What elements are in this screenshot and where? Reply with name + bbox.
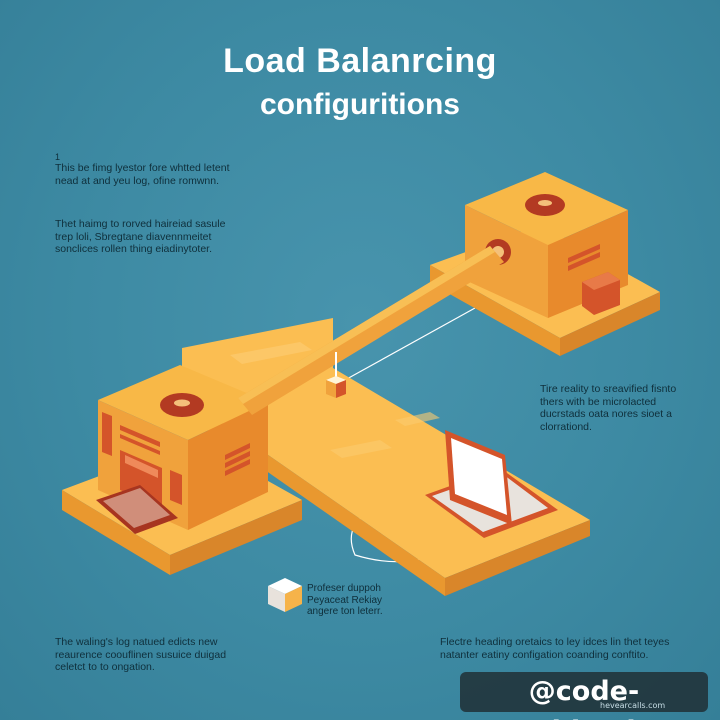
note-line: This be fimg lyestor fore whtted letent [55, 162, 230, 174]
note-line: thers with be microlacted [540, 395, 657, 408]
connector-line-top [344, 307, 476, 381]
watermark-badge: @code-guide.vip [460, 672, 708, 720]
note-line: angere ton leterr. [307, 606, 383, 617]
note-right-mid: Tire reality to sreavified fisnto thers … [540, 383, 676, 433]
note-number: 1 [55, 152, 61, 162]
note-line: celetct to to ongation. [55, 661, 155, 673]
note-line: nead at and yeu log, ofine romwnn. [55, 174, 220, 187]
note-line: sonclices rollen thing eiadinytoter. [55, 243, 213, 255]
note-line: Peyaceat Rekiay [307, 594, 383, 606]
note-line: ducrstads oata nores sioet a [540, 408, 672, 420]
note-center-bottom: Profeser duppoh Peyaceat Rekiay angere t… [307, 583, 383, 618]
note-top-left-a: 1 This be fimg lyestor fore whtted leten… [55, 152, 230, 187]
note-line: trep loli, Sbregtane diavennmeitet [55, 230, 212, 243]
laptop-icon [425, 430, 558, 538]
note-line: natanter eatiny configation coanding con… [440, 648, 649, 661]
node-box [326, 352, 346, 398]
connector-pipe [238, 246, 504, 415]
note-bottom-left: The waling's log natued edicts new reaur… [55, 636, 226, 674]
cube-icon [268, 578, 302, 612]
note-bottom-right: Flectre heading oretaics to ley idces li… [440, 636, 669, 661]
note-line: Profeser duppoh [307, 583, 381, 594]
note-line: reaurence coouflinen susuice duigad [55, 648, 227, 661]
left-server-box [96, 365, 268, 534]
note-line: Thet haimg to rorved haireiad sasule [55, 218, 226, 230]
note-line: clorrationd. [540, 420, 592, 433]
watermark-credit: hevearcalls.com [600, 701, 666, 710]
note-line: Tire reality to sreavified fisnto [540, 383, 677, 395]
diagram-title: Load Balanrcing [223, 42, 497, 80]
diagram-subtitle: configuritions [260, 88, 460, 121]
note-top-left-b: Thet haimg to rorved haireiad sasule tre… [55, 218, 225, 256]
note-line: The waling's log natued edicts new [55, 636, 218, 648]
note-line: Flectre heading oretaics to ley idces li… [440, 636, 670, 648]
